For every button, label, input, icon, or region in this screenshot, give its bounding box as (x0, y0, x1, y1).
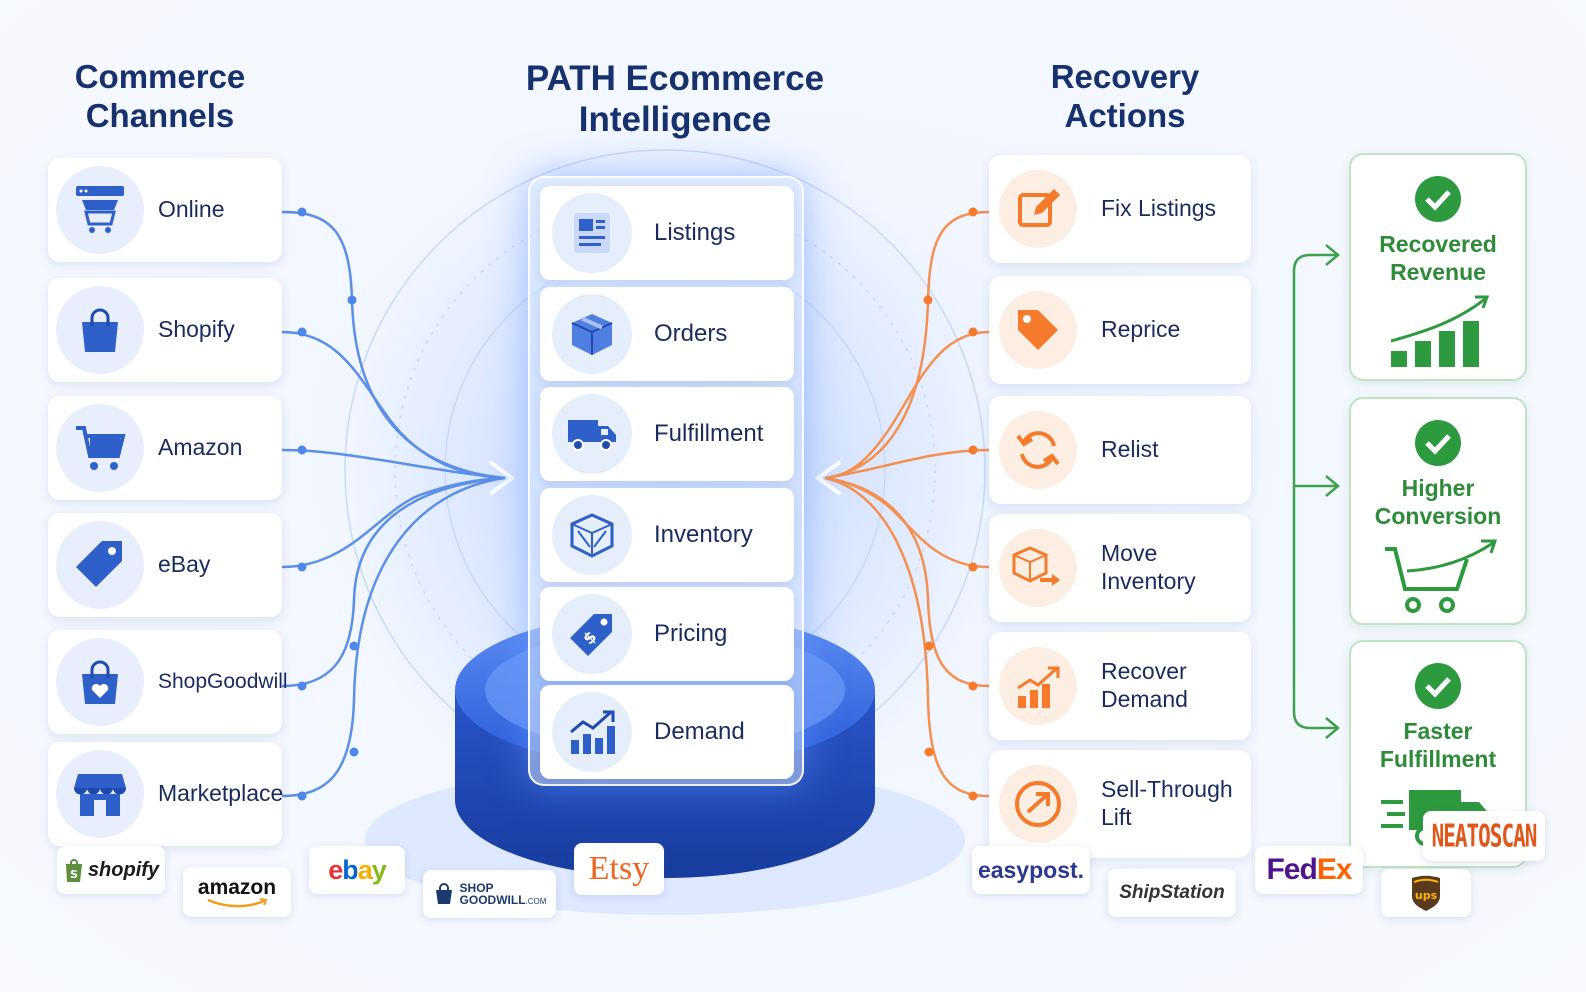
shop-awning-icon (56, 750, 144, 838)
ups-logo: ups (1381, 869, 1471, 917)
channel-card-amazon[interactable]: Amazon (48, 396, 282, 500)
ebay-logo: ebay (309, 846, 405, 894)
action-card-relist[interactable]: Relist (989, 396, 1251, 504)
channel-label: Amazon (158, 434, 243, 461)
dollar-tag-icon: $ (552, 594, 632, 674)
module-card-demand[interactable]: Demand (540, 685, 794, 779)
channel-label: Shopify (158, 316, 235, 343)
channel-card-ebay[interactable]: eBay (48, 513, 282, 617)
module-label: Pricing (654, 619, 728, 647)
svg-text:S: S (70, 868, 78, 881)
growth-chart-icon (552, 692, 632, 772)
outflow-arrow (814, 460, 842, 496)
svg-text:ups: ups (1415, 889, 1438, 902)
module-card-listings[interactable]: Listings (540, 186, 794, 280)
action-card-reprice[interactable]: Reprice (989, 276, 1251, 384)
move-box-icon (999, 529, 1077, 607)
tag-icon (999, 291, 1077, 369)
neatoscan-logo: NEATOSCAN (1423, 811, 1545, 861)
bar-growth-icon (999, 647, 1077, 725)
channel-label: Marketplace (158, 780, 284, 807)
channel-card-online[interactable]: Online (48, 158, 282, 262)
inflow-arrow (488, 460, 516, 496)
listing-document-icon (552, 193, 632, 273)
channel-connector-dots (297, 207, 359, 801)
channel-card-shopify[interactable]: Shopify (48, 278, 282, 382)
action-label: Reprice (1101, 316, 1181, 343)
module-label: Demand (654, 717, 745, 745)
inventory-cube-icon (552, 495, 632, 575)
check-circle-icon (1415, 420, 1461, 466)
result-bracket (1292, 244, 1340, 739)
module-card-pricing[interactable]: $ Pricing (540, 587, 794, 681)
refresh-icon (999, 411, 1077, 489)
shopping-bag-icon (56, 286, 144, 374)
module-card-inventory[interactable]: Inventory (540, 488, 794, 582)
etsy-logo: Etsy (574, 843, 664, 895)
module-label: Listings (654, 218, 736, 246)
action-connector-dots (923, 207, 978, 801)
check-circle-icon (1415, 176, 1461, 222)
shopify-logo: S shopify (57, 846, 165, 894)
module-label: Orders (654, 319, 728, 347)
amazon-logo: amazon (183, 867, 291, 917)
easypost-logo: easypost. (972, 846, 1090, 894)
edit-icon (999, 170, 1077, 248)
shopping-cart-icon (56, 404, 144, 492)
action-connectors (824, 210, 990, 798)
heart-bag-icon (56, 638, 144, 726)
channel-card-shopgoodwill[interactable]: ShopGoodwill (48, 630, 288, 734)
storefront-cart-icon (56, 166, 144, 254)
delivery-truck-icon (552, 394, 632, 474)
conversion-cart-icon (1385, 539, 1498, 613)
shopgoodwill-logo: SHOP GOODWILL.COM (423, 870, 556, 918)
action-label: Relist (1101, 436, 1159, 463)
channel-label: eBay (158, 551, 211, 578)
channel-card-marketplace[interactable]: Marketplace (48, 742, 284, 846)
revenue-chart-icon (1390, 295, 1490, 367)
action-label: Fix Listings (1101, 195, 1217, 222)
package-box-icon (552, 294, 632, 374)
channel-label: Online (158, 196, 225, 223)
action-card-fix-listings[interactable]: Fix Listings (989, 155, 1251, 263)
price-tag-icon (56, 521, 144, 609)
module-card-orders[interactable]: Orders (540, 287, 794, 381)
channel-connectors (281, 210, 506, 798)
upward-arrow-circle-icon (999, 765, 1077, 843)
check-circle-icon (1415, 663, 1461, 709)
module-label: Inventory (654, 520, 753, 548)
module-label: Fulfillment (654, 419, 764, 447)
shipstation-logo: ShipStation (1108, 869, 1236, 917)
channel-label: ShopGoodwill (158, 670, 288, 694)
module-card-fulfillment[interactable]: Fulfillment (540, 387, 794, 481)
